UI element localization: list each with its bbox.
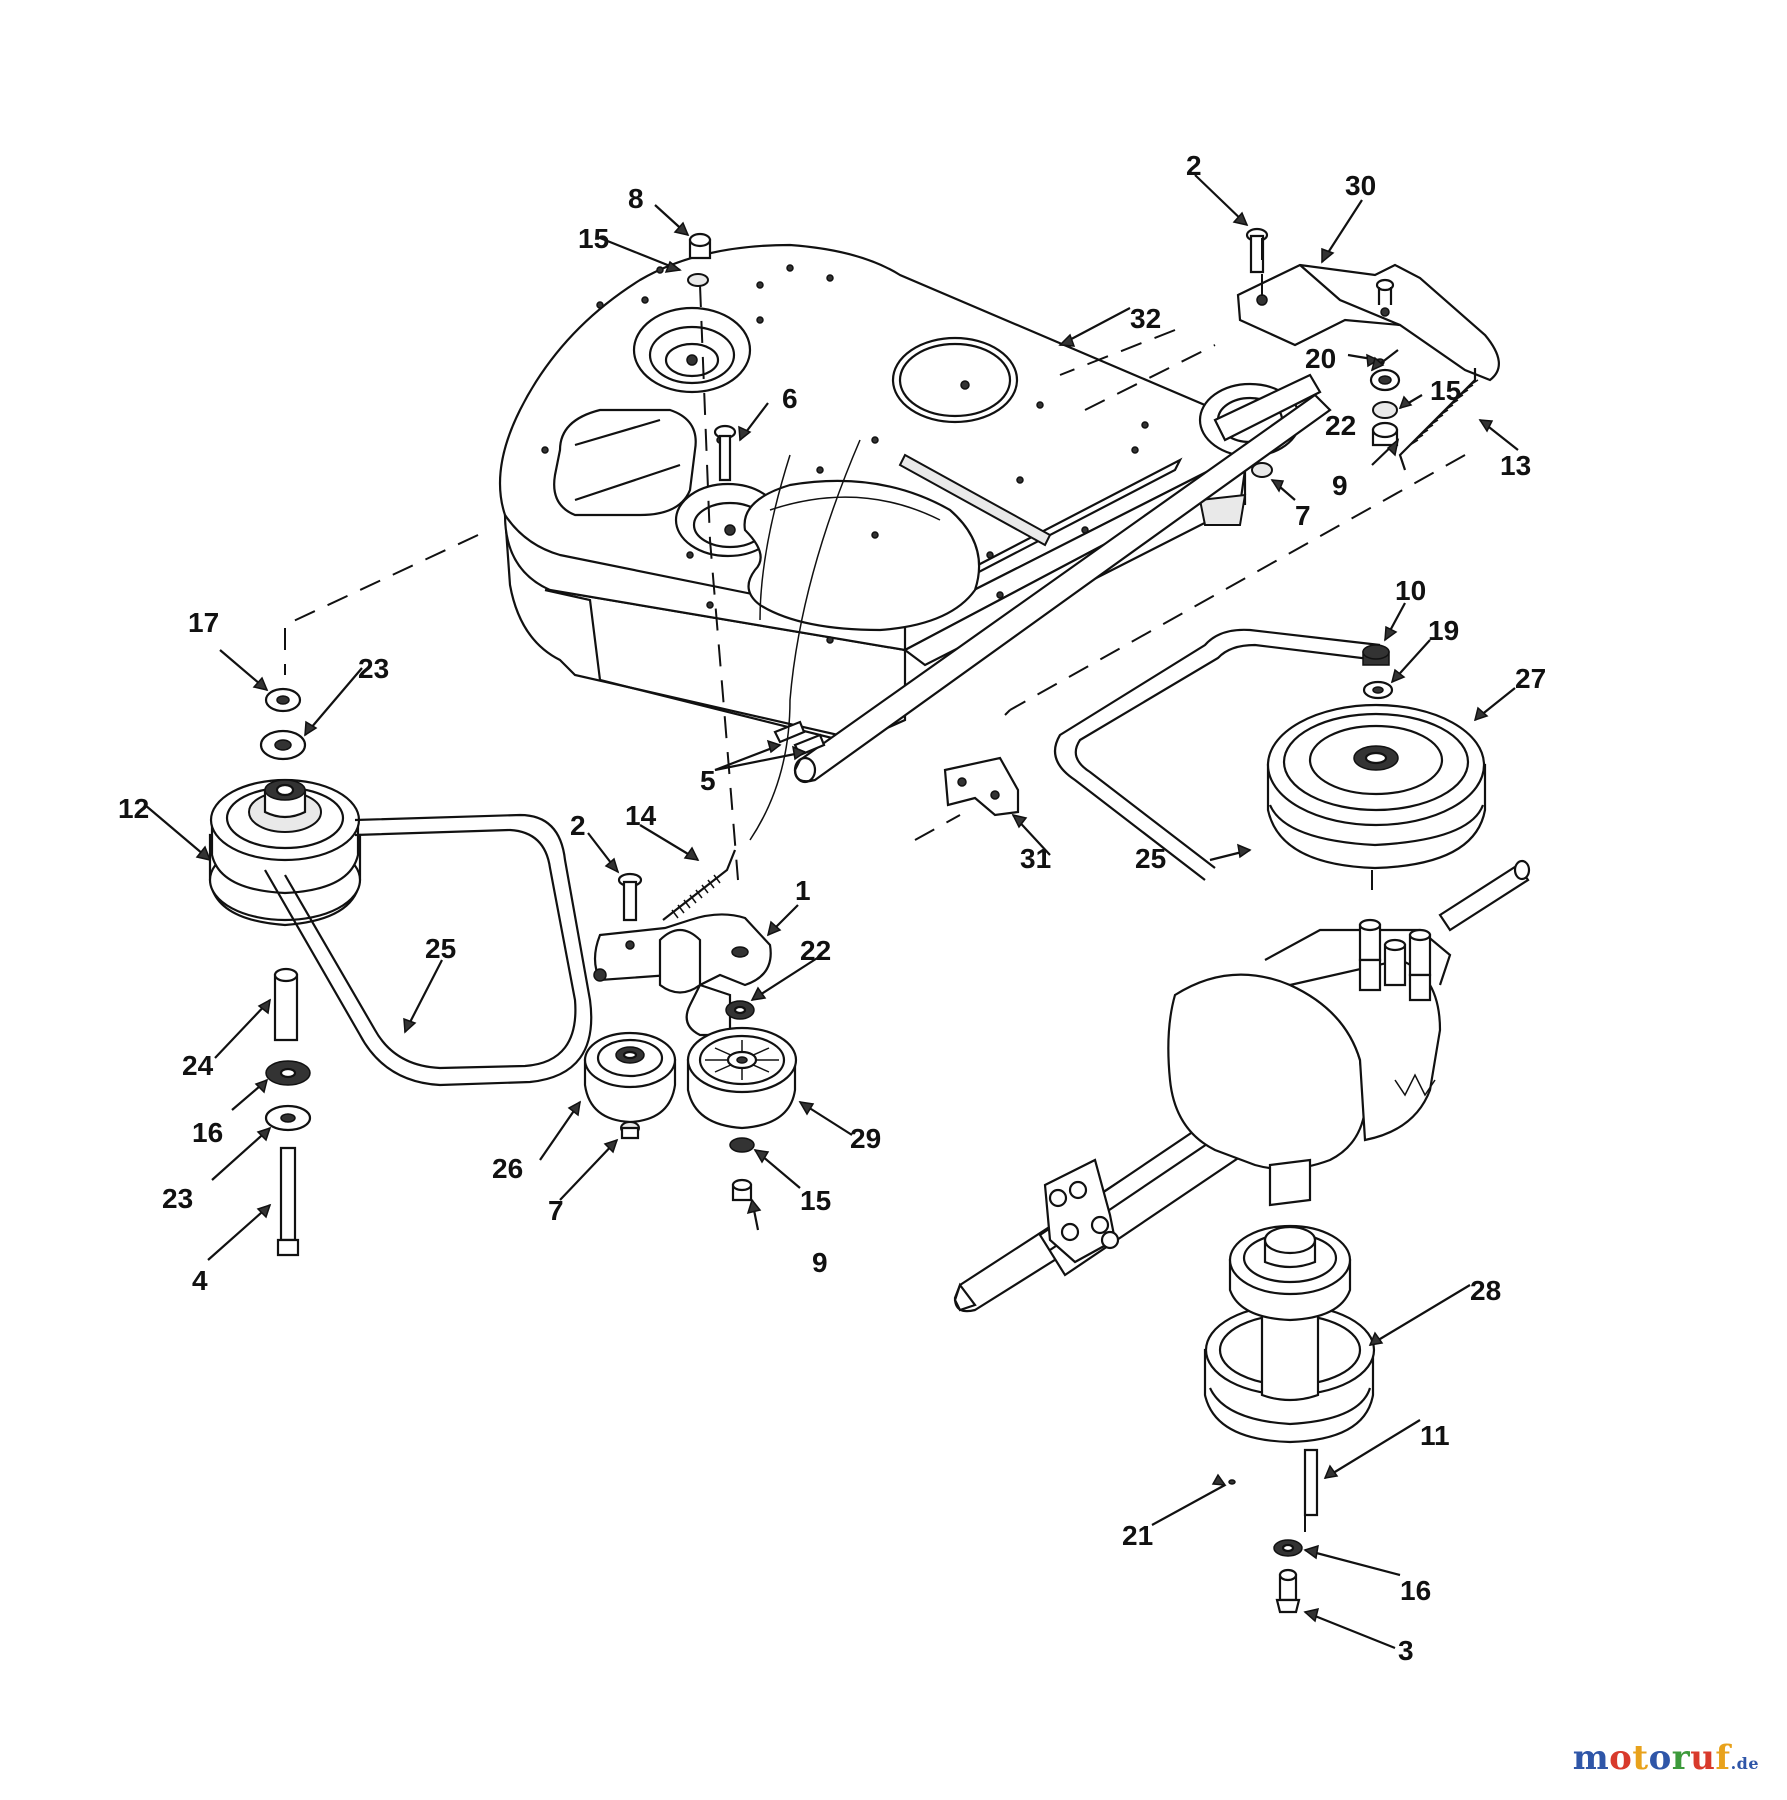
nut-7-left bbox=[620, 1121, 640, 1140]
callout-16: 16 bbox=[192, 1117, 223, 1148]
callout-3: 3 bbox=[1398, 1635, 1414, 1666]
frame-plate bbox=[498, 243, 1332, 784]
bolt-2-left bbox=[617, 872, 643, 922]
callout-10: 10 bbox=[1395, 575, 1426, 606]
brand-watermark: motoruf.de bbox=[1573, 1738, 1759, 1778]
watermark-letter: f bbox=[1715, 1738, 1731, 1778]
callout-27: 27 bbox=[1515, 663, 1546, 694]
bolt-3 bbox=[1275, 1568, 1301, 1614]
callout-13: 13 bbox=[1500, 450, 1531, 481]
woodruff-key-21 bbox=[1228, 1479, 1236, 1485]
callout-15: 15 bbox=[578, 223, 609, 254]
frame-holes bbox=[541, 264, 1149, 644]
pulley-29 bbox=[686, 1026, 798, 1130]
callout-2: 2 bbox=[1186, 150, 1202, 181]
callout-25: 25 bbox=[1135, 843, 1166, 874]
callout-11: 11 bbox=[1420, 1420, 1450, 1451]
washer-15-left bbox=[729, 1137, 755, 1153]
callout-5: 5 bbox=[700, 765, 716, 796]
watermark-letter: m bbox=[1572, 1738, 1610, 1778]
idler-arm-1 bbox=[593, 913, 772, 1037]
bolt-right-6 bbox=[1375, 278, 1395, 305]
belt-25-right bbox=[1053, 628, 1381, 881]
key-11 bbox=[1303, 1448, 1319, 1517]
callout-23: 23 bbox=[358, 653, 389, 684]
callout-7: 7 bbox=[548, 1195, 564, 1226]
washer-23-bottom bbox=[264, 1104, 312, 1132]
bolt-2-top bbox=[1245, 227, 1269, 274]
pulley-26 bbox=[583, 1031, 677, 1124]
callout-17: 17 bbox=[188, 607, 219, 638]
watermark-letter: u bbox=[1690, 1738, 1716, 1778]
washers-20-22-15-9 bbox=[1369, 358, 1401, 447]
watermark-letter: r bbox=[1671, 1738, 1691, 1778]
nut-9-left bbox=[731, 1178, 753, 1202]
callout-32: 32 bbox=[1130, 303, 1161, 334]
assembly-lines bbox=[284, 238, 1466, 1545]
nut-8 bbox=[688, 232, 712, 260]
callout-22: 22 bbox=[800, 935, 831, 966]
callout-7: 7 bbox=[1295, 500, 1311, 531]
callout-30: 30 bbox=[1345, 170, 1376, 201]
callout-6: 6 bbox=[782, 383, 798, 414]
washer-16-left bbox=[265, 1060, 311, 1086]
transaxle bbox=[953, 859, 1531, 1313]
arrow-heads bbox=[195, 211, 1494, 1623]
callout-9: 9 bbox=[1332, 470, 1348, 501]
pulley-28 bbox=[1203, 1224, 1376, 1444]
callout-8: 8 bbox=[628, 183, 644, 214]
nut-7-right bbox=[1251, 462, 1273, 478]
belt-25-left bbox=[264, 813, 593, 1087]
callout-29: 29 bbox=[850, 1123, 881, 1154]
callout-4: 4 bbox=[192, 1265, 208, 1296]
washer-16-right bbox=[1273, 1539, 1303, 1557]
washer-23-top bbox=[259, 729, 307, 761]
callout-1: 1 bbox=[795, 875, 811, 906]
bracket-30 bbox=[1236, 263, 1500, 382]
callout-25: 25 bbox=[425, 933, 456, 964]
watermark-letter: t bbox=[1632, 1738, 1649, 1778]
bracket-31 bbox=[943, 756, 1020, 817]
callout-2: 2 bbox=[570, 810, 586, 841]
watermark-letter: o bbox=[1609, 1738, 1633, 1778]
washer-15-top bbox=[687, 273, 709, 287]
watermark-text: motoruf bbox=[1573, 1738, 1731, 1778]
washer-22-left bbox=[725, 1000, 755, 1020]
washer-17 bbox=[264, 687, 302, 713]
bolt-4 bbox=[276, 1146, 300, 1257]
callout-9: 9 bbox=[812, 1247, 828, 1278]
spring-14 bbox=[662, 849, 737, 921]
pulley-27 bbox=[1266, 703, 1487, 870]
callout-16: 16 bbox=[1400, 1575, 1431, 1606]
callout-24: 24 bbox=[182, 1050, 214, 1081]
nut-10 bbox=[1362, 644, 1390, 666]
callout-15: 15 bbox=[1430, 375, 1461, 406]
spring-13 bbox=[1398, 368, 1479, 471]
callout-19: 19 bbox=[1428, 615, 1459, 646]
callout-22: 22 bbox=[1325, 410, 1356, 441]
callout-20: 20 bbox=[1305, 343, 1336, 374]
washer-19 bbox=[1362, 680, 1394, 700]
spacer-24 bbox=[273, 967, 299, 1042]
callout-23: 23 bbox=[162, 1183, 193, 1214]
callout-26: 26 bbox=[492, 1153, 523, 1184]
callout-12: 12 bbox=[118, 793, 149, 824]
watermark-letter: o bbox=[1648, 1738, 1672, 1778]
callout-28: 28 bbox=[1470, 1275, 1501, 1306]
bolt-6 bbox=[713, 424, 737, 482]
transaxle-bosses bbox=[1358, 918, 1432, 1002]
callout-31: 31 bbox=[1020, 843, 1051, 874]
callout-labels: 8 15 2 30 32 6 20 22 15 13 9 7 10 19 27 … bbox=[118, 150, 1546, 1666]
watermark-suffix: .de bbox=[1730, 1754, 1759, 1773]
callout-21: 21 bbox=[1122, 1520, 1153, 1551]
callout-15: 15 bbox=[800, 1185, 831, 1216]
pulley-12 bbox=[208, 778, 362, 927]
callout-14: 14 bbox=[625, 800, 657, 831]
